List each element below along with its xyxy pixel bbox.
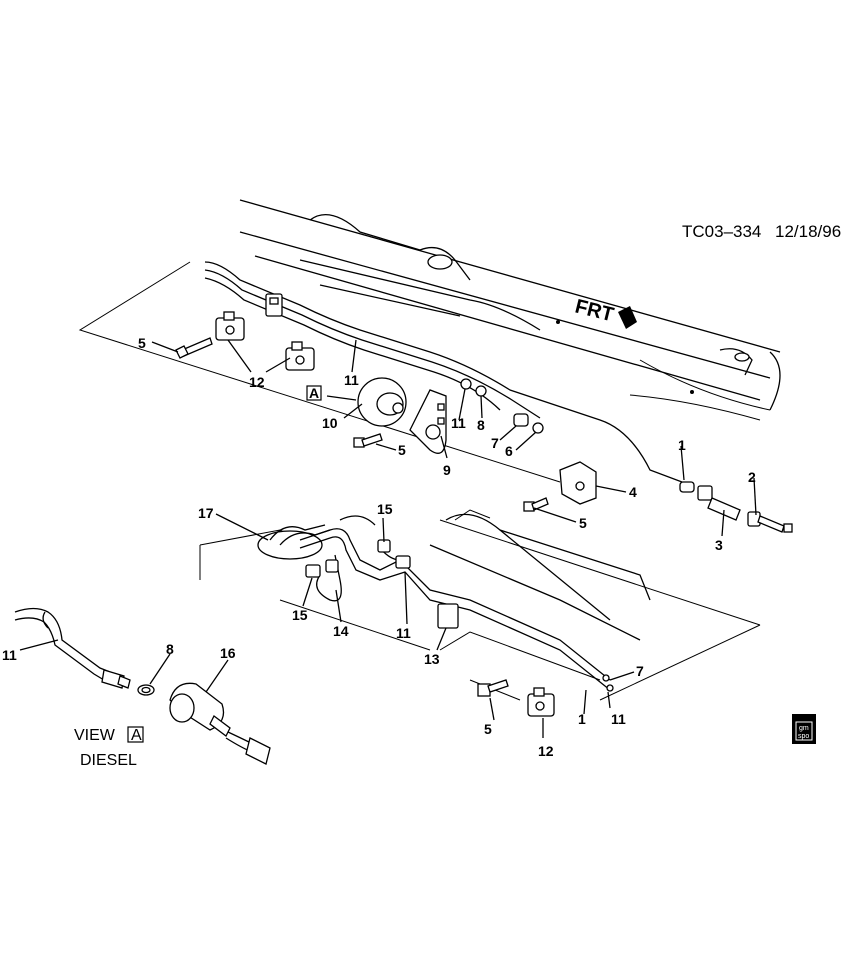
view-a-caption: VIEW A DIESEL (74, 726, 144, 769)
callout-15: 15 (377, 501, 393, 517)
line-end-assembly (679, 481, 793, 533)
callout-5: 5 (138, 335, 146, 351)
callout-1: 1 (678, 437, 686, 453)
callout-5: 5 (398, 442, 406, 458)
callout-10: 10 (322, 415, 338, 431)
view-box-letter: A (131, 727, 142, 744)
fitting-7-6-upper (513, 413, 544, 434)
filter-10 (357, 377, 407, 427)
gm-spo-stamp: gm spo (792, 714, 816, 744)
lower-frame-assembly (199, 509, 761, 701)
drawing-date: 12/18/96 (775, 222, 841, 241)
front-arrow-icon (618, 306, 637, 329)
callout-7: 7 (636, 663, 644, 679)
line-clip-upper-left (265, 293, 283, 317)
callout-8: 8 (166, 641, 174, 657)
bolt-5-upper-left (175, 337, 213, 359)
callout-12: 12 (538, 743, 554, 759)
svg-text:gm: gm (799, 725, 809, 732)
line-ends-lower-right (602, 674, 614, 692)
callout-13: 13 (424, 651, 440, 667)
callout-11: 11 (611, 711, 626, 727)
bracket-4 (559, 461, 597, 505)
front-direction-indicator: FRT (573, 296, 637, 329)
callout-15: 15 (292, 607, 308, 623)
callout-labels: 5 12 11 10 5 9 11 8 7 6 1 2 4 5 3 17 15 … (2, 335, 756, 759)
bolt-5-bracket (353, 433, 383, 448)
upper-frame-assembly (239, 199, 781, 421)
view-label: VIEW (74, 727, 116, 744)
svg-text:A: A (309, 385, 319, 401)
bolt-5-lower (477, 679, 509, 697)
callout-7: 7 (491, 435, 499, 451)
drawing-code: TC03–334 (682, 222, 761, 241)
callout-5: 5 (579, 515, 587, 531)
callout-17: 17 (198, 505, 214, 521)
fitting-15-lower-left (305, 559, 339, 578)
bracket-9 (409, 389, 447, 454)
clip-12-upper-b (285, 341, 315, 371)
callout-11: 11 (2, 647, 17, 663)
callout-3: 3 (715, 537, 723, 553)
callout-8: 8 (477, 417, 485, 433)
callout-11: 11 (396, 625, 411, 641)
callout-5: 5 (484, 721, 492, 737)
bolt-5-right (523, 497, 549, 512)
view-a-inset (14, 607, 271, 765)
callout-1: 1 (578, 711, 586, 727)
view-subtitle: DIESEL (80, 752, 137, 769)
callout-11: 11 (451, 415, 466, 431)
lower-fuel-lines (299, 515, 611, 691)
callout-14: 14 (333, 623, 349, 639)
callout-4: 4 (629, 484, 637, 500)
upper-floor-plane (78, 261, 561, 483)
callout-box-a: A (306, 385, 322, 401)
fitting-15-lower-right (377, 539, 411, 569)
clip-12-upper-a (215, 311, 245, 341)
clip-12-lower (527, 687, 555, 717)
nut-8-upper (475, 385, 487, 397)
leader-lines (19, 339, 757, 738)
callout-16: 16 (220, 645, 236, 661)
svg-text:spo: spo (798, 733, 809, 740)
callout-6: 6 (505, 443, 513, 459)
fitting-11-upper (460, 378, 472, 390)
callout-2: 2 (748, 469, 756, 485)
clip-13-lower (437, 603, 459, 629)
callout-12: 12 (249, 374, 265, 390)
callout-11: 11 (344, 372, 359, 388)
callout-9: 9 (443, 462, 451, 478)
